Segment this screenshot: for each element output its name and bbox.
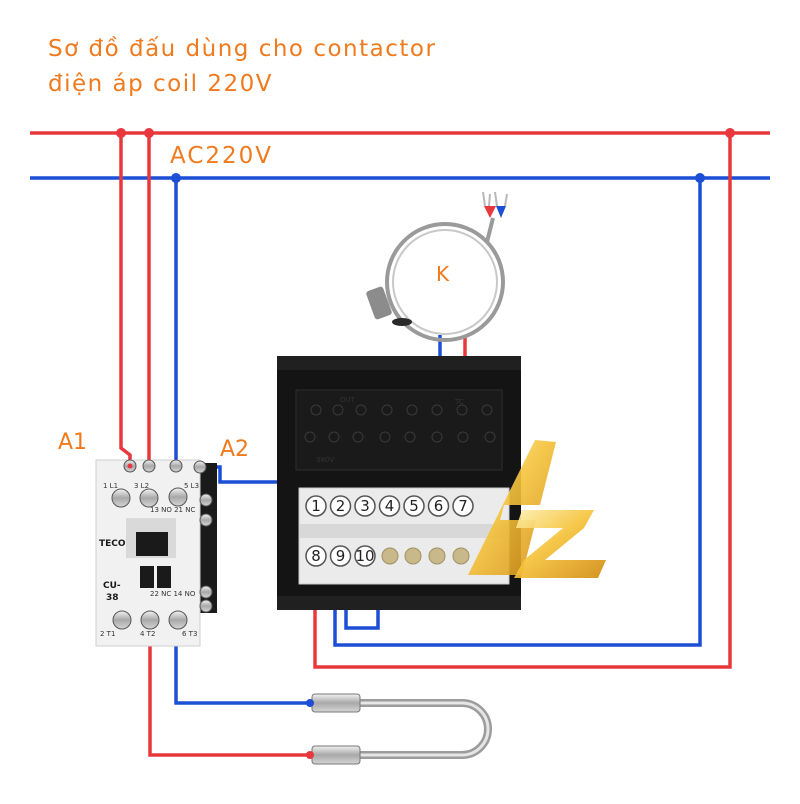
heater-terminal-top [306,699,314,707]
terminal-t3-label: 6 T3 [182,630,197,638]
controller-terminal-8 [305,545,327,567]
controller-terminal-1-label: 1 [311,497,321,515]
screw-aux-2 [199,513,213,527]
heater-terminal-bottom [306,751,314,759]
coil-a2-label: A2 [220,437,250,462]
controller-terminal-4-label: 4 [385,497,395,515]
contactor-model-1: CU- [103,581,121,591]
coil-a1-label: A1 [58,430,88,455]
controller-terminal-7-label: 7 [458,497,468,515]
contactor-window [136,532,168,556]
terminal-l3-label: 5 L3 [184,482,199,490]
terminal-l2-label: 3 L2 [134,482,149,490]
controller-terminal-6 [427,495,450,517]
screw-l2 [139,488,159,508]
controller-terminal-4 [378,495,401,517]
panel-tc-label: TC [454,398,464,406]
controller-terminal-7 [452,495,474,517]
neutral-node-1 [171,173,181,183]
fork-terminal-blue [496,206,506,218]
phase-drop-right [313,133,732,669]
screw-t2 [140,610,160,630]
thermocouple-probe [366,286,392,320]
controller-terminal-10 [354,545,376,567]
controller-terminal-6-label: 6 [434,497,444,515]
phase-drop-a1 [119,133,132,472]
aux-bottom-label: 22 NC 14 NO [150,590,196,598]
neutral-node-2 [695,173,705,183]
heater-red-lead [148,628,310,757]
contactor-model-2: 38 [106,593,119,603]
controller-terminal-8-label: 8 [311,547,321,565]
title-line-2: điện áp coil 220V [48,71,273,97]
terminal-t1-label: 2 T1 [100,630,115,638]
thermocouple-gland [392,318,412,326]
fork-prongs [482,191,508,207]
screw-aux-1 [199,493,213,507]
contactor: TECO CU- 38 1 L1 3 L2 5 L3 13 NO 21 NC 2… [95,459,217,647]
contactor-brand: TECO [99,539,126,549]
logo-a-shape [468,440,556,575]
logo-text: AZ [0,0,2,1]
panel-volt-label: 380V [316,456,334,464]
phase-node-1 [116,128,126,138]
contactor-screws [111,459,213,630]
controller-terminal-2 [329,495,352,517]
screw-coil-right [169,459,183,473]
controller-terminal-2-label: 2 [336,497,346,515]
heater-element [306,693,492,765]
controller-top-bezel [277,356,521,370]
heater-u-tube-outer [355,699,492,759]
contactor-indicator [140,566,154,588]
screw-l1 [111,488,131,508]
controller-terminal-3-label: 3 [360,497,370,515]
terminal-l1-label: 1 L1 [103,482,118,490]
heater-fitting-bottom [311,745,361,765]
fork-terminal-red [484,206,496,218]
a1-junction [127,463,133,469]
screw-aux-4 [199,599,213,613]
controller-terminal-10-label: 10 [355,547,374,565]
controller-label-panel [295,389,503,471]
thermocouple-k [366,191,508,342]
screw-coil-mid [142,459,156,473]
heater-u-tube-inner [355,701,490,757]
thermocouple-coil-inner [392,229,498,335]
screw-l3 [168,487,188,507]
az-logo: AZ [0,0,606,578]
panel-out-label: OUT [340,396,356,404]
logo-z-shape [514,510,606,578]
aux-top-label: 13 NO 21 NC [150,506,195,514]
controller-terminal-5-label: 5 [409,497,419,515]
controller-terminal-5 [403,495,425,517]
controller-terminal-3 [354,495,376,517]
panel-circles [304,404,496,443]
heater-blue-lead [174,628,310,705]
title-line-1: Sơ đồ đấu dùng cho contactor [48,36,437,62]
screw-a2 [193,460,207,474]
screw-aux-3 [199,585,213,599]
screw-t1 [112,610,132,630]
contactor-indicator-2 [157,566,171,588]
thermocouple-cable [485,217,495,243]
screw-t3 [168,610,188,630]
phase-node-2 [144,128,154,138]
terminal-t2-label: 4 T2 [140,630,155,638]
supply-label: AC220V [170,143,274,169]
controller-terminal-9-label: 9 [336,547,346,565]
phase-node-3 [725,128,735,138]
heater-fitting-top [311,693,361,713]
thermocouple-coil [385,222,505,342]
sensor-k-label: K [436,262,450,286]
controller-terminal-1 [305,495,327,517]
unused-screws [381,547,470,565]
controller-bottom-bezel [277,596,521,610]
terminal-block-divider [299,524,509,538]
controller-terminal-9 [329,545,352,567]
